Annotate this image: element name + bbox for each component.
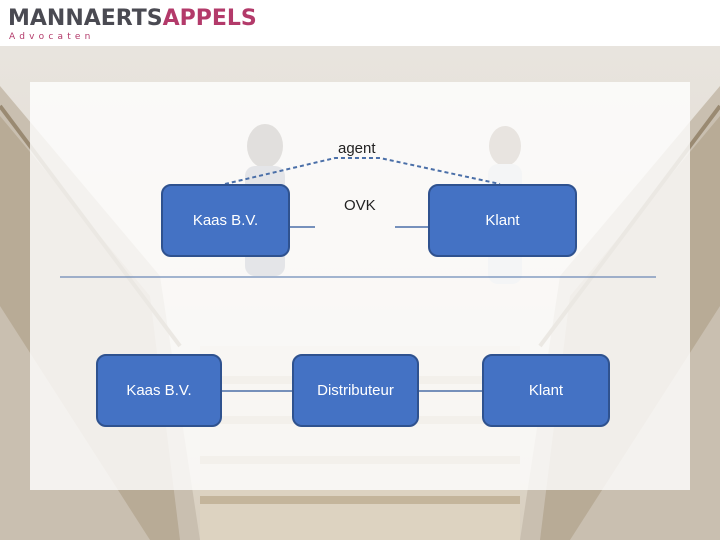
agent-dashed-line [225,158,500,184]
agent-label: agent [338,140,376,157]
node-kaas-bv-top: Kaas B.V. [161,184,290,257]
node-kaas-bv-bottom: Kaas B.V. [96,354,222,427]
node-distributeur: Distributeur [292,354,419,427]
ovk-label: OVK [344,197,376,214]
node-klant-top: Klant [428,184,577,257]
node-klant-bottom: Klant [482,354,610,427]
